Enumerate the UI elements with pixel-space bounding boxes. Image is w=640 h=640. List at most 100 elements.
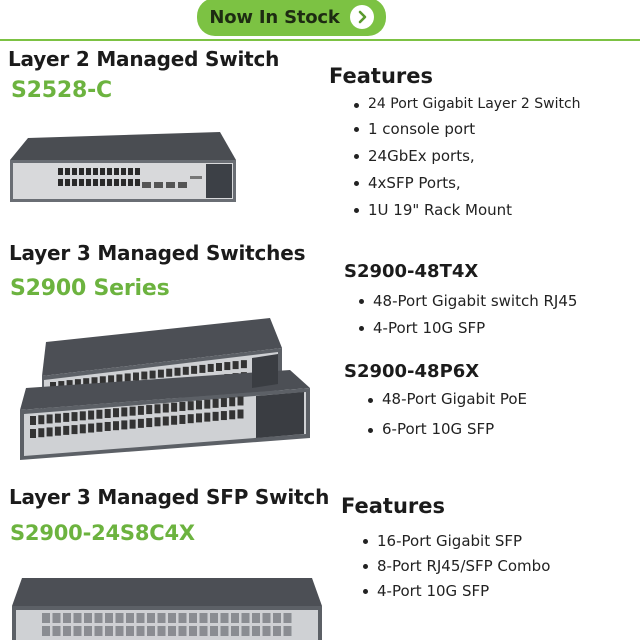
port-graphic: [135, 179, 140, 186]
now-in-stock-button[interactable]: Now In Stock: [197, 0, 386, 36]
port-graphic: [157, 369, 164, 378]
port-graphic: [216, 363, 222, 371]
port-graphic: [63, 626, 71, 636]
port-graphic: [79, 411, 86, 421]
port-graphic: [121, 420, 128, 430]
port-graphic: [262, 613, 271, 623]
port-graphic: [189, 613, 197, 623]
s2528-switch-image: [10, 132, 236, 202]
port-graphic: [136, 626, 145, 636]
port-graphic: [137, 405, 144, 415]
list-item: 48-Port Gigabit PoE: [366, 386, 527, 416]
section3-heading: Layer 3 Managed SFP Switch: [9, 485, 330, 509]
s2900-series-switch-image: [20, 318, 310, 460]
port-graphic: [146, 418, 153, 428]
section2-heading: Layer 3 Managed Switches: [9, 241, 306, 265]
port-graphic: [72, 179, 77, 186]
port-graphic: [66, 380, 73, 389]
port-graphic: [107, 168, 112, 175]
port-graphic: [52, 613, 61, 623]
port-graphic: [204, 412, 211, 422]
port-graphic: [30, 429, 36, 438]
port-graphic: [146, 405, 153, 415]
list-item: 16-Port Gigabit SFP: [361, 529, 550, 554]
port-graphic: [231, 626, 239, 636]
port-graphic: [220, 613, 229, 623]
port-graphic: [174, 367, 181, 376]
chevron-right-circle-icon: [349, 5, 374, 29]
port-graphic: [113, 408, 119, 418]
port-graphic: [229, 410, 236, 420]
port-graphic: [100, 168, 105, 175]
port-graphic: [96, 422, 103, 432]
port-graphic: [83, 378, 90, 387]
port-graphic: [91, 377, 98, 386]
port-graphic: [65, 168, 70, 175]
section2-model: S2900 Series: [10, 276, 170, 301]
port-graphic: [136, 613, 145, 623]
port-graphic: [273, 626, 281, 636]
port-graphic: [241, 613, 250, 623]
port-graphic: [147, 626, 155, 636]
port-graphic: [114, 179, 119, 186]
port-graphic: [71, 412, 78, 422]
divider-line: [0, 39, 640, 41]
port-graphic: [196, 400, 202, 410]
port-graphic: [154, 404, 161, 414]
list-item: 4xSFP Ports,: [352, 170, 581, 197]
port-graphic: [104, 408, 111, 418]
port-graphic: [84, 613, 92, 623]
port-graphic: [94, 626, 103, 636]
list-item: 8-Port RJ45/SFP Combo: [361, 554, 550, 579]
port-graphic: [84, 626, 92, 636]
port-graphic: [126, 613, 134, 623]
port-graphic: [182, 366, 189, 375]
port-graphic: [93, 168, 98, 175]
port-graphic: [149, 370, 156, 379]
port-graphic: [52, 626, 61, 636]
port-graphic: [252, 613, 260, 623]
port-graphic: [124, 373, 131, 382]
section3-feature-list: 16-Port Gigabit SFP 8-Port RJ45/SFP Comb…: [361, 529, 550, 604]
port-graphic: [115, 613, 124, 623]
port-graphic: [42, 613, 50, 623]
port-graphic: [128, 168, 133, 175]
port-graphic: [210, 613, 218, 623]
port-graphic: [58, 381, 65, 390]
port-graphic: [220, 626, 229, 636]
variant2-feature-list: 48-Port Gigabit PoE 6-Port 10G SFP: [366, 386, 527, 446]
port-graphic: [63, 613, 71, 623]
port-graphic: [58, 179, 63, 186]
port-graphic: [113, 421, 119, 431]
port-graphic: [94, 613, 103, 623]
now-in-stock-label: Now In Stock: [209, 6, 340, 28]
list-item: 24GbEx ports,: [352, 143, 581, 170]
port-graphic: [240, 360, 247, 369]
section3-features-title: Features: [341, 494, 445, 518]
port-graphic: [74, 379, 81, 388]
port-graphic: [54, 426, 61, 436]
port-graphic: [220, 411, 227, 421]
list-item: 1U 19" Rack Mount: [352, 197, 581, 224]
port-graphic: [121, 179, 126, 186]
port-graphic: [96, 409, 103, 419]
section1-feature-list: 24 Port Gigabit Layer 2 Switch 1 console…: [352, 96, 581, 224]
port-graphic: [273, 613, 281, 623]
port-graphic: [283, 626, 292, 636]
port-graphic: [79, 179, 84, 186]
port-graphic: [114, 168, 119, 175]
port-graphic: [179, 401, 186, 411]
port-graphic: [46, 414, 53, 424]
port-graphic: [108, 375, 115, 384]
port-graphic: [178, 626, 187, 636]
port-graphic: [128, 179, 133, 186]
variant1-title: S2900-48T4X: [344, 261, 479, 282]
port-graphic: [63, 412, 70, 422]
port-graphic: [220, 398, 227, 408]
port-graphic: [79, 168, 84, 175]
section3-model: S2900-24S8C4X: [10, 521, 195, 545]
port-graphic: [229, 397, 236, 407]
port-graphic: [157, 613, 166, 623]
section1-model: S2528-C: [11, 78, 112, 103]
s2900-24s8c4x-switch-image: [12, 578, 322, 640]
